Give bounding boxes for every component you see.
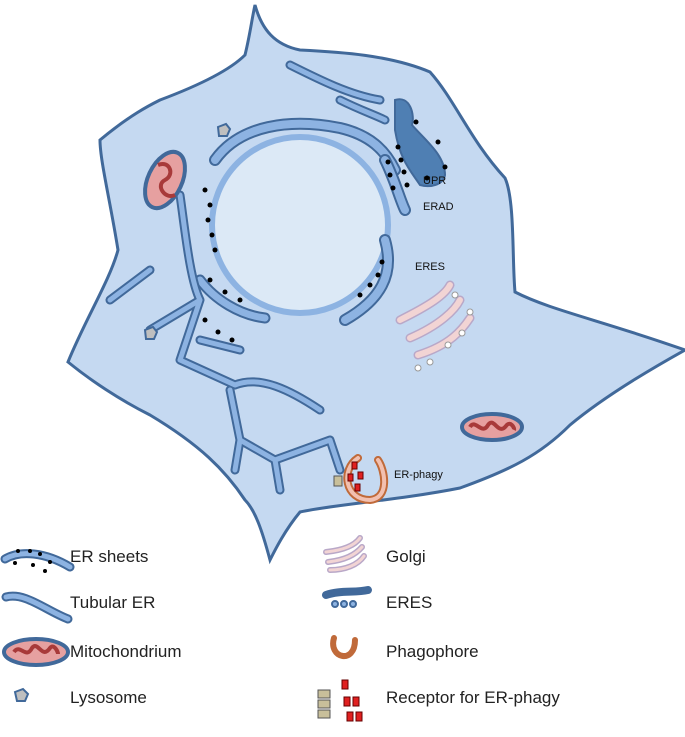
er-sheets — [194, 117, 411, 326]
dilated-er — [394, 98, 447, 188]
golgi — [395, 280, 475, 360]
legend-label-mitochondrium: Mitochondrium — [70, 642, 182, 661]
legend-label-golgi: Golgi — [386, 547, 426, 566]
nucleus — [209, 134, 391, 316]
legend-er-sheets-icon — [0, 549, 75, 573]
tubular-er — [105, 60, 390, 495]
legend-label-tubular-er: Tubular ER — [70, 593, 155, 612]
legend-eres-icon — [322, 586, 372, 608]
lysosome — [143, 122, 232, 340]
label-eres: ERES — [415, 261, 445, 273]
legend-label-receptor: Receptor for ER-phagy — [386, 688, 560, 707]
legend-label-er-sheets: ER sheets — [70, 547, 148, 566]
legend-phagophore-icon — [330, 635, 358, 659]
er-phagy-receptor — [333, 461, 364, 492]
label-upr: UPR — [423, 175, 446, 187]
legend-mitochondrium-icon — [2, 637, 70, 667]
label-er-phagy: ER-phagy — [394, 469, 443, 481]
legend-tubular-er-icon — [1, 591, 73, 624]
legend-label-phagophore: Phagophore — [386, 642, 479, 661]
legend-label-eres: ERES — [386, 593, 432, 612]
legend-label-lysosome: Lysosome — [70, 688, 147, 707]
label-erad: ERAD — [423, 201, 454, 213]
legend-receptor-icon — [317, 679, 363, 722]
mitochondrion — [143, 149, 524, 442]
legend-golgi-icon — [323, 535, 367, 573]
vesicles — [414, 291, 474, 372]
legend-lysosome-icon — [13, 687, 30, 702]
ribosomes — [202, 119, 448, 343]
cell-outline — [66, 4, 685, 565]
